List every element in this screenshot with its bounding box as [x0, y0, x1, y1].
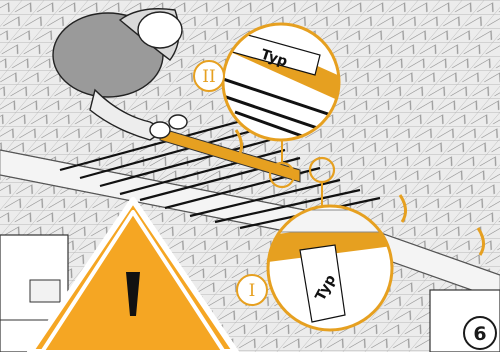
marker-upper-text: II [202, 67, 215, 87]
marker-upper: II [194, 61, 224, 91]
step-number-text: 6 [473, 323, 486, 345]
marker-lower: I [237, 275, 267, 305]
step-number-badge: 6 [464, 317, 496, 349]
marker-lower-text: I [249, 281, 256, 301]
